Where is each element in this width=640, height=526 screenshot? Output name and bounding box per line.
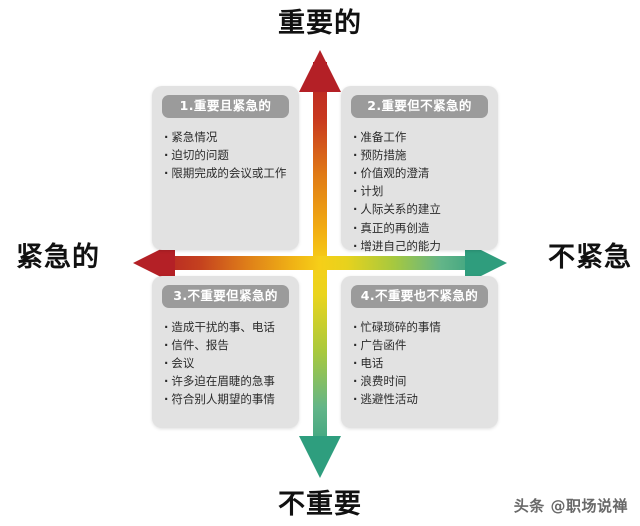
list-item: 许多迫在眉睫的急事 bbox=[164, 372, 289, 390]
list-item: 增进自己的能力 bbox=[353, 237, 488, 255]
quadrant-card-3: 3.不重要但紧急的 造成干扰的事、电话 信件、报告 会议 许多迫在眉睫的急事 符… bbox=[152, 276, 299, 428]
list-item: 浪费时间 bbox=[353, 372, 488, 390]
list-item: 信件、报告 bbox=[164, 336, 289, 354]
list-item: 迫切的问题 bbox=[164, 146, 289, 164]
list-item: 会议 bbox=[164, 354, 289, 372]
list-item: 忙碌琐碎的事情 bbox=[353, 318, 488, 336]
list-item: 广告函件 bbox=[353, 336, 488, 354]
quadrant-2-title: 2.重要但不紧急的 bbox=[351, 95, 488, 118]
axis-label-unimportant: 不重要 bbox=[278, 489, 362, 520]
list-item: 准备工作 bbox=[353, 128, 488, 146]
quadrant-3-title: 3.不重要但紧急的 bbox=[162, 285, 289, 308]
list-item: 限期完成的会议或工作 bbox=[164, 164, 289, 182]
list-item: 电话 bbox=[353, 354, 488, 372]
quadrant-3-list: 造成干扰的事、电话 信件、报告 会议 许多迫在眉睫的急事 符合别人期望的事情 bbox=[162, 318, 289, 409]
list-item: 逃避性活动 bbox=[353, 390, 488, 408]
list-item: 真正的再创造 bbox=[353, 219, 488, 237]
quadrant-2-list: 准备工作 预防措施 价值观的澄清 计划 人际关系的建立 真正的再创造 增进自己的… bbox=[351, 128, 488, 255]
list-item: 计划 bbox=[353, 182, 488, 200]
quadrant-card-4: 4.不重要也不紧急的 忙碌琐碎的事情 广告函件 电话 浪费时间 逃避性活动 bbox=[341, 276, 498, 428]
quadrant-4-list: 忙碌琐碎的事情 广告函件 电话 浪费时间 逃避性活动 bbox=[351, 318, 488, 409]
list-item: 人际关系的建立 bbox=[353, 200, 488, 218]
axis-label-urgent: 紧急的 bbox=[16, 242, 100, 273]
list-item: 紧急情况 bbox=[164, 128, 289, 146]
quadrant-4-title: 4.不重要也不紧急的 bbox=[351, 285, 488, 308]
quadrant-1-title: 1.重要且紧急的 bbox=[162, 95, 289, 118]
axis-label-important: 重要的 bbox=[278, 8, 362, 39]
list-item: 符合别人期望的事情 bbox=[164, 390, 289, 408]
list-item: 价值观的澄清 bbox=[353, 164, 488, 182]
quadrant-card-1: 1.重要且紧急的 紧急情况 迫切的问题 限期完成的会议或工作 bbox=[152, 86, 299, 250]
watermark-text: 头条 @职场说禅 bbox=[513, 497, 628, 515]
list-item: 预防措施 bbox=[353, 146, 488, 164]
axis-label-not-urgent: 不紧急 bbox=[548, 242, 632, 273]
quadrant-1-list: 紧急情况 迫切的问题 限期完成的会议或工作 bbox=[162, 128, 289, 182]
list-item: 造成干扰的事、电话 bbox=[164, 318, 289, 336]
quadrant-card-2: 2.重要但不紧急的 准备工作 预防措施 价值观的澄清 计划 人际关系的建立 真正… bbox=[341, 86, 498, 253]
